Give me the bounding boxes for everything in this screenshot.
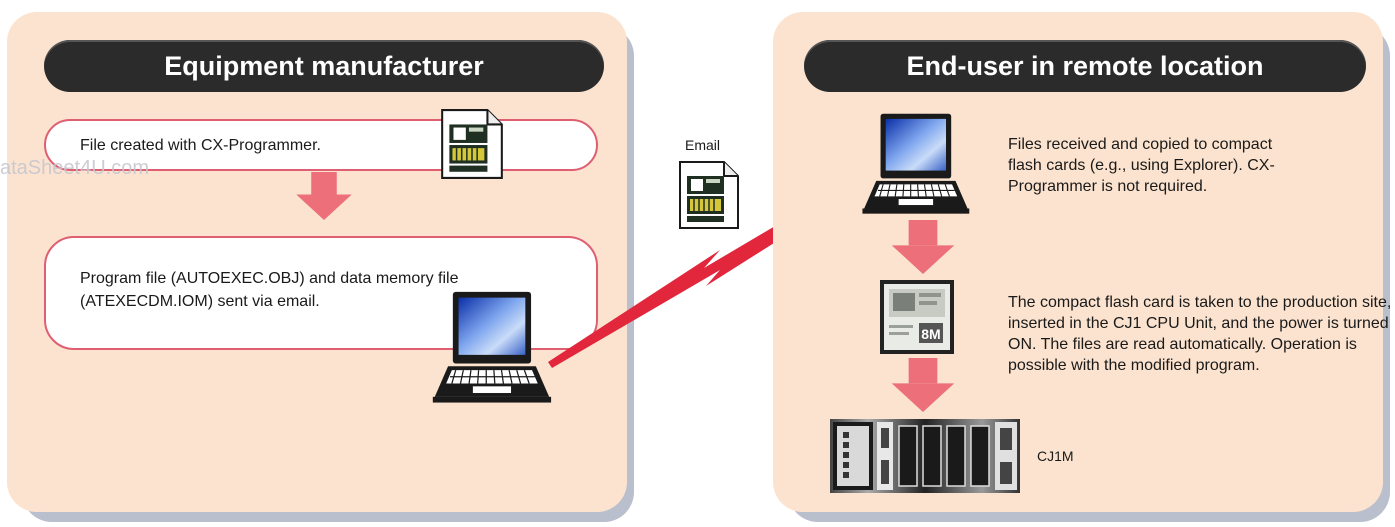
- right-step1-text: Files received and copied to compact fla…: [1008, 136, 1275, 195]
- left-step1-text: File created with CX-Programmer.: [80, 137, 321, 154]
- compact-flash-card-icon: 8M: [880, 280, 954, 354]
- email-label: Email: [685, 137, 721, 153]
- down-arrow-icon: [891, 220, 955, 274]
- right-panel-title: End-user in remote location: [804, 40, 1366, 92]
- left-step1-box: [44, 119, 598, 171]
- left-panel-title: Equipment manufacturer: [44, 40, 604, 92]
- left-step2-text: Program file (AUTOEXEC.OBJ) and data mem…: [80, 270, 459, 310]
- plc-label: CJ1M: [1037, 448, 1074, 464]
- down-arrow-icon: [891, 358, 955, 412]
- right-step2-text: The compact flash card is taken to the p…: [1008, 294, 1392, 374]
- watermark: ataSheet4U.com: [0, 157, 149, 179]
- plc-icon: [830, 419, 1020, 493]
- svg-text:8M: 8M: [921, 326, 940, 342]
- laptop-icon: [856, 112, 974, 224]
